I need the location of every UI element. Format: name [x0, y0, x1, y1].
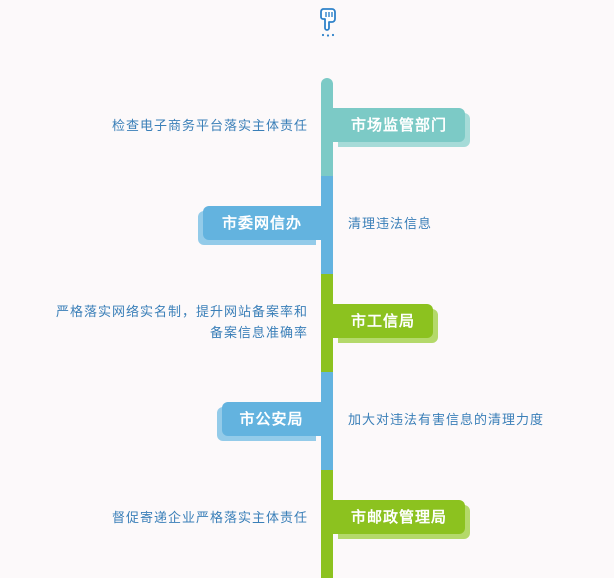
hand-pointing-down-icon	[320, 8, 336, 37]
desc-industry-it-bureau: 严格落实网络实名制，提升网站备案率和 备案信息准确率	[56, 302, 308, 344]
desc-market-regulation: 检查电子商务平台落实主体责任	[112, 116, 308, 137]
timeline-segment	[321, 274, 333, 372]
desc-line: 加大对违法有害信息的清理力度	[348, 413, 545, 428]
dept-label-industry-it-bureau: 市工信局	[333, 304, 433, 338]
dept-label-postal-bureau: 市邮政管理局	[333, 500, 465, 534]
dept-label-public-security-bureau: 市公安局	[222, 402, 321, 436]
desc-public-security-bureau: 加大对违法有害信息的清理力度	[348, 410, 544, 431]
timeline-cap	[321, 78, 333, 88]
timeline-segment	[321, 372, 333, 470]
desc-cyberspace-office: 清理违法信息	[348, 214, 432, 235]
desc-line: 备案信息准确率	[209, 326, 308, 341]
desc-line: 检查电子商务平台落实主体责任	[111, 119, 308, 134]
dept-label-market-regulation: 市场监管部门	[333, 108, 465, 142]
desc-line: 严格落实网络实名制，提升网站备案率和	[55, 305, 308, 320]
dept-label-cyberspace-office: 市委网信办	[203, 206, 321, 240]
timeline-segment	[321, 176, 333, 274]
desc-line: 清理违法信息	[348, 217, 433, 232]
timeline-segment	[321, 88, 333, 176]
desc-postal-bureau: 督促寄递企业严格落实主体责任	[112, 508, 308, 529]
desc-line: 督促寄递企业严格落实主体责任	[111, 511, 308, 526]
timeline-segment	[321, 470, 333, 578]
